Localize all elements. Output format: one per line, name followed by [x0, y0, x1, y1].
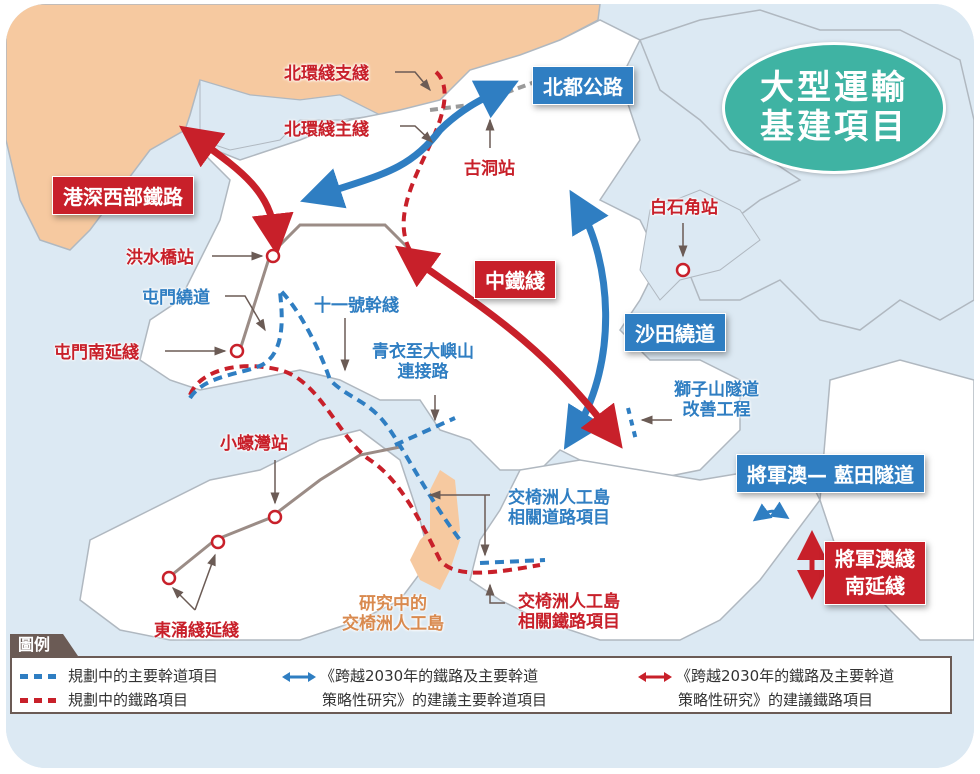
label-kau-yi-chau-rail-line1: 交椅洲人工島: [518, 592, 620, 612]
legend-item-recommended-road-text-1: 《跨越2030年的鐵路及主要幹道: [320, 667, 539, 685]
label-kau-yi-chau-island-line1: 研究中的: [359, 594, 427, 614]
label-kau-yi-chau-rail-line2: 相關鐵路項目: [518, 612, 620, 633]
legend: 規劃中的主要幹道項目 規劃中的鐵路項目 《跨越2030年的鐵路及主要幹道 策略性…: [10, 656, 952, 714]
legend-item-recommended-road: 《跨越2030年的鐵路及主要幹道: [282, 665, 538, 686]
blue-dashed-line-icon: [20, 674, 62, 679]
legend-item-planned-rail-text: 規劃中的鐵路項目: [68, 691, 189, 709]
red-dashed-line-icon: [20, 698, 62, 703]
label-tsing-yi-lantau-link-line1: 青衣至大嶼山: [372, 342, 474, 362]
legend-item-planned-road-text: 規劃中的主要幹道項目: [68, 667, 219, 685]
legend-tab: 圖例: [10, 634, 78, 656]
title-line-2: 基建項目: [760, 107, 908, 147]
label-lion-rock-tunnel-line1: 獅子山隧道: [674, 380, 759, 400]
label-tuen-mun-bypass: 屯門繞道: [142, 288, 210, 308]
map-title: 大型運輸 基建項目: [722, 42, 946, 174]
label-pak-shek-kok-station: 白石角站: [650, 198, 718, 218]
legend-item-recommended-rail-text-1: 《跨越2030年的鐵路及主要幹道: [676, 667, 895, 685]
box-tko-yau-tong-tunnel: 將軍澳— 藍田隧道: [736, 454, 925, 493]
label-kau-yi-chau-island: 研究中的 交椅洲人工島: [342, 594, 444, 635]
box-central-rail-link: 中鐵綫: [474, 260, 556, 299]
label-lion-rock-tunnel: 獅子山隧道 改善工程: [674, 380, 759, 421]
blue-double-arrow-icon: [282, 671, 316, 682]
label-kau-yi-chau-road: 交椅洲人工島 相關道路項目: [508, 488, 610, 529]
legend-item-planned-road: 規劃中的主要幹道項目: [20, 665, 218, 686]
label-siu-ho-wan-station: 小蠔灣站: [220, 434, 288, 454]
red-double-arrow-icon: [638, 671, 672, 682]
box-tko-line-south-ext-line2: 南延綫: [845, 574, 905, 598]
label-kwu-tung-station: 古洞站: [464, 159, 515, 179]
label-tsing-yi-lantau-link-line2: 連接路: [397, 362, 449, 383]
label-northern-link-main: 北環綫主綫: [284, 120, 369, 140]
box-hk-sz-western-rail: 港深西部鐵路: [52, 176, 194, 215]
box-northern-metropolis-highway: 北都公路: [532, 66, 634, 105]
box-tko-line-south-ext-line1: 將軍澳綫: [835, 547, 915, 571]
label-lion-rock-tunnel-line2: 改善工程: [682, 400, 751, 421]
box-tko-line-south-ext: 將軍澳綫 南延綫: [824, 541, 926, 605]
label-kau-yi-chau-road-line2: 相關道路項目: [508, 508, 610, 529]
label-hung-shui-kiu-station: 洪水橋站: [126, 248, 194, 268]
legend-item-recommended-road-line2: 策略性研究》的建議主要幹道項目: [322, 691, 548, 709]
label-northern-link-spur: 北環綫支綫: [284, 64, 369, 84]
label-kau-yi-chau-rail: 交椅洲人工島 相關鐵路項目: [518, 592, 620, 633]
label-route-11: 十一號幹綫: [314, 296, 399, 316]
label-tsing-yi-lantau-link: 青衣至大嶼山 連接路: [372, 342, 474, 383]
label-tung-chung-ext: 東涌綫延綫: [154, 621, 239, 641]
title-line-1: 大型運輸: [760, 67, 908, 108]
legend-item-recommended-rail: 《跨越2030年的鐵路及主要幹道: [638, 665, 894, 686]
label-tuen-mun-south-ext: 屯門南延綫: [54, 343, 139, 363]
label-kau-yi-chau-road-line1: 交椅洲人工島: [508, 488, 610, 508]
legend-item-recommended-rail-line2: 策略性研究》的建議鐵路項目: [678, 691, 874, 709]
legend-item-planned-rail: 規劃中的鐵路項目: [20, 689, 188, 710]
box-shatin-bypass: 沙田繞道: [624, 313, 726, 352]
label-kau-yi-chau-island-line2: 交椅洲人工島: [342, 614, 444, 635]
map-card: 大型運輸 基建項目 港深西部鐵路 北都公路 中鐵綫 沙田繞道 將軍澳— 藍田隧道…: [6, 4, 974, 768]
